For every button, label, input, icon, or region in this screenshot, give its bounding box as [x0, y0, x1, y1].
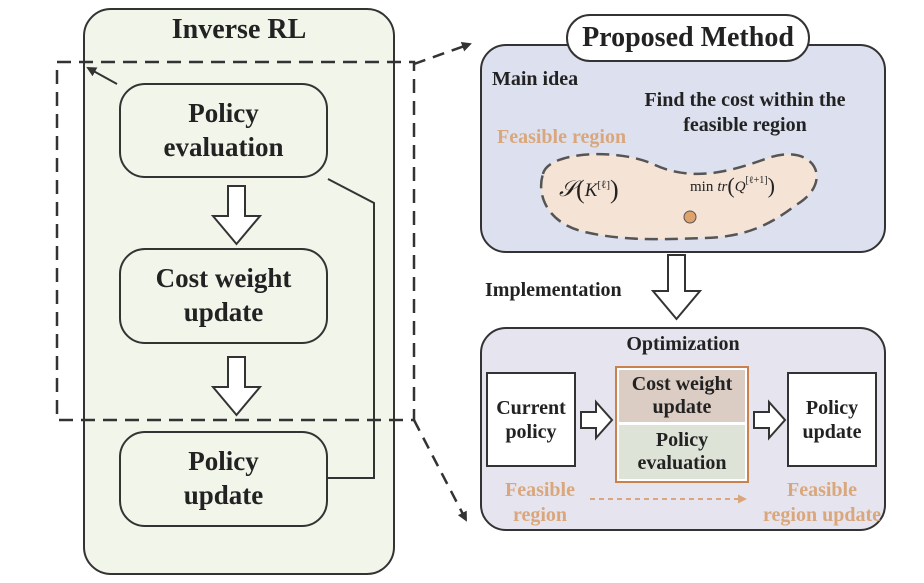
current-policy-line2: policy	[505, 420, 557, 443]
policy-evaluation-line1: Policy	[188, 97, 259, 128]
dashed-focus-rectangle	[55, 60, 416, 422]
opt-feasible-region-label: Feasible region	[490, 478, 590, 528]
opt-feasible-region-line2: region	[512, 504, 568, 526]
optimum-point-icon	[683, 210, 697, 224]
current-policy-box: Current policy	[486, 372, 576, 467]
implementation-label: Implementation	[485, 279, 622, 301]
opt-policy-update-line2: update	[802, 420, 862, 443]
proposed-method-title: Proposed Method	[566, 14, 810, 62]
opt-policy-eval-line2: evaluation	[637, 452, 727, 474]
policy-evaluation-box: Policy evaluation	[119, 83, 328, 178]
opt-policy-update-line1: Policy	[805, 396, 859, 419]
opt-policy-eval-line1: Policy	[655, 429, 709, 451]
right-arrow-icon	[580, 399, 614, 441]
find-cost-line1: Find the cost within the	[644, 89, 846, 111]
feasible-region-update-label: Feasible region update	[752, 478, 892, 528]
implementation-down-arrow-icon	[650, 254, 703, 321]
find-cost-text: Find the cost within the feasible region	[600, 88, 890, 138]
inverse-rl-title: Inverse RL	[171, 14, 307, 45]
policy-update-line2: update	[183, 480, 264, 510]
feedback-connector	[327, 178, 375, 479]
opt-policy-evaluation-cell: Policy evaluation	[619, 425, 745, 479]
feasible-region-update-line2: region update	[763, 504, 881, 526]
feasible-region-update-line1: Feasible	[787, 479, 857, 501]
policy-evaluation-line2: evaluation	[163, 131, 284, 162]
find-cost-line2: feasible region	[683, 114, 807, 136]
opt-cost-weight-update-cell: Cost weight update	[619, 370, 745, 422]
feasible-region-blob	[539, 152, 818, 241]
down-arrow-icon	[210, 356, 263, 417]
dashed-arrow-to-optimization	[412, 419, 468, 522]
cost-weight-update-line1: Cost weight	[155, 263, 292, 294]
feasible-set-formula: 𝒮(K[ℓ])	[559, 175, 619, 204]
down-arrow-icon	[210, 185, 263, 246]
cost-weight-update-line2: update	[183, 297, 264, 327]
opt-feasible-region-line1: Feasible	[505, 479, 575, 501]
current-policy-line1: Current	[496, 396, 566, 419]
policy-update-line1: Policy	[188, 446, 259, 477]
feasible-region-label: Feasible region	[497, 126, 627, 148]
corner-arrow	[86, 67, 118, 85]
cost-weight-update-box: Cost weight update	[119, 248, 328, 344]
opt-policy-update-box: Policy update	[787, 372, 877, 467]
opt-cost-weight-line1: Cost weight	[631, 373, 733, 395]
dashed-arrow-to-proposed	[413, 41, 472, 66]
opt-cost-weight-line2: update	[652, 396, 712, 418]
right-arrow-icon	[753, 399, 787, 441]
main-idea-label: Main idea	[492, 68, 579, 90]
optimization-title: Optimization	[626, 333, 740, 355]
policy-update-box: Policy update	[119, 431, 328, 527]
